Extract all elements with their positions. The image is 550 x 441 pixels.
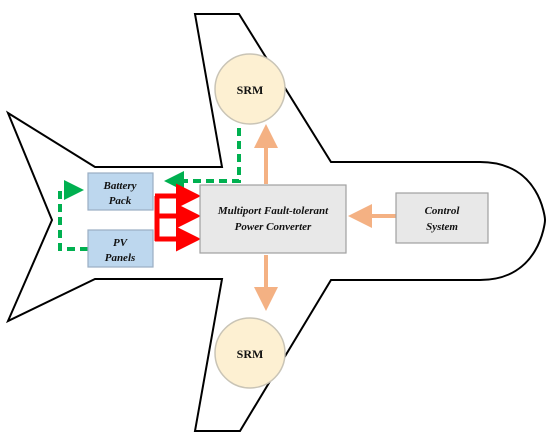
control-label-line2: System <box>426 221 458 233</box>
battery-label-line2: Pack <box>109 195 132 207</box>
node-srm-top: SRM <box>214 53 286 125</box>
converter-label-line2: Power Converter <box>235 221 312 233</box>
srm-top-label: SRM <box>237 83 264 97</box>
pv-label-line1: PV <box>113 237 129 249</box>
node-power-converter: Multiport Fault-tolerant Power Converter <box>199 184 347 254</box>
battery-label-line1: Battery <box>103 180 137 192</box>
control-label-line1: Control <box>425 205 461 217</box>
node-srm-bottom: SRM <box>214 317 286 389</box>
edge-pv-to-battery <box>58 180 88 251</box>
node-control-system: Control System <box>395 192 489 244</box>
srm-bottom-label: SRM <box>237 347 264 361</box>
converter-label-line1: Multiport Fault-tolerant <box>217 205 329 217</box>
pv-label-line2: Panels <box>105 252 136 264</box>
node-battery-pack: Battery Pack <box>87 172 154 211</box>
edge-srm-top-to-battery <box>164 128 241 191</box>
node-pv-panels: PV Panels <box>87 229 154 268</box>
